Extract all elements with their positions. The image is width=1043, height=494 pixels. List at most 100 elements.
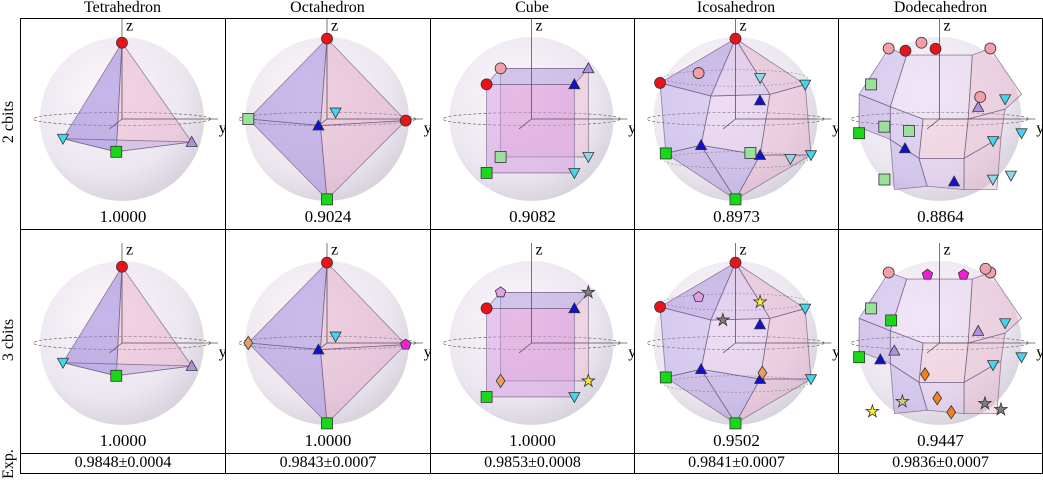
- itri-marker: [568, 168, 581, 180]
- header-cube: Cube: [515, 0, 549, 16]
- circle-marker: [116, 36, 128, 49]
- star-marker: [715, 312, 731, 327]
- pent-marker: [494, 286, 507, 298]
- star-marker: [752, 294, 768, 309]
- tri-marker: [753, 318, 767, 330]
- itri-marker: [804, 150, 818, 162]
- y-axis-label: y: [628, 120, 635, 137]
- star-marker: [993, 401, 1009, 416]
- tri-marker: [753, 148, 767, 160]
- circle-marker: [321, 32, 333, 45]
- z-axis-label: z: [126, 19, 133, 34]
- square-marker: [110, 145, 123, 158]
- square-marker: [659, 147, 672, 160]
- tri-marker: [694, 138, 708, 151]
- tri-marker: [312, 119, 325, 131]
- value-r1-icosahedron: 0.8973: [713, 207, 760, 226]
- itri-marker: [329, 331, 342, 343]
- square-marker: [865, 302, 878, 315]
- tri-marker: [972, 324, 985, 336]
- circle-marker: [899, 44, 912, 57]
- itri-marker: [56, 357, 70, 370]
- z-axis-label: z: [536, 241, 543, 258]
- octa-face: [320, 344, 407, 425]
- star-marker: [580, 372, 596, 388]
- header-tetrahedron: Tetrahedron: [83, 0, 162, 16]
- square-marker: [853, 127, 866, 140]
- itri-marker: [582, 152, 595, 164]
- header-icosahedron: Icosahedron: [696, 0, 776, 16]
- y-axis-label: y: [219, 120, 226, 137]
- diamond-marker: [932, 390, 943, 406]
- cube-sphere-3cbits: zy: [442, 241, 634, 425]
- tri-marker: [947, 175, 961, 187]
- edge: [518, 342, 532, 354]
- icosahedron-sphere-2cbits: zy: [646, 19, 838, 206]
- ico-face: [664, 144, 736, 200]
- tri-marker: [582, 62, 595, 74]
- icosahedron-sphere-3cbits: zy: [646, 241, 838, 430]
- star-marker: [977, 395, 993, 410]
- diamond-marker: [946, 404, 957, 420]
- square-marker: [885, 314, 898, 327]
- tri-marker: [312, 343, 325, 355]
- itri-marker: [799, 303, 812, 315]
- value-r1-dodecahedron: 0.8864: [917, 207, 964, 226]
- circle-marker: [116, 260, 128, 273]
- cube-sphere-2cbits: zy: [442, 19, 635, 201]
- diamond-marker: [920, 367, 930, 382]
- circle-marker: [399, 114, 412, 127]
- tri-marker: [185, 135, 198, 147]
- pent-marker: [957, 268, 970, 280]
- circle-marker: [882, 266, 895, 279]
- tri-marker: [694, 362, 708, 375]
- circle-marker: [729, 32, 742, 45]
- pent-marker: [692, 291, 705, 302]
- dodecahedron-sphere-3cbits: zy: [850, 241, 1043, 425]
- itri-marker: [986, 360, 1000, 372]
- header-octahedron: Octahedron: [290, 0, 365, 16]
- square-marker: [321, 417, 333, 430]
- itri-marker: [56, 133, 70, 146]
- itri-marker: [568, 392, 581, 404]
- z-axis-label: z: [944, 19, 951, 34]
- dodeca-face: [963, 360, 1002, 414]
- z-axis-label: z: [536, 19, 543, 34]
- header-dodecahedron: Dodecahedron: [893, 0, 988, 16]
- itri-marker: [1004, 170, 1018, 182]
- circle-marker: [915, 36, 928, 49]
- z-axis-label: z: [331, 241, 338, 258]
- square-marker: [729, 193, 742, 206]
- edge: [722, 118, 736, 130]
- itri-marker: [784, 154, 797, 166]
- cell-r2-dodecahedron: zy0.9447: [838, 229, 1043, 454]
- pent-marker: [400, 338, 412, 350]
- square-marker: [110, 369, 123, 382]
- y-axis-label: y: [1036, 120, 1043, 137]
- exp-tetrahedron: 0.9848±0.0004: [20, 453, 226, 474]
- edge: [518, 118, 532, 130]
- y-axis-label: y: [424, 344, 431, 361]
- circle-marker: [654, 77, 666, 89]
- tetrahedron-sphere-3cbits: zy: [33, 241, 226, 425]
- edge: [926, 342, 940, 354]
- itri-marker: [986, 136, 1000, 148]
- y-axis-label: y: [219, 344, 226, 361]
- circle-marker: [984, 42, 997, 55]
- square-marker: [729, 417, 742, 430]
- itri-marker: [804, 374, 818, 386]
- dodecahedron-sphere-2cbits: zy: [850, 19, 1043, 201]
- exp-icosahedron: 0.9841±0.0007: [634, 453, 839, 474]
- itri-marker: [329, 107, 342, 119]
- y-axis-label: y: [1036, 344, 1043, 361]
- tri-marker: [972, 100, 985, 112]
- tri-marker: [185, 359, 198, 371]
- tri-marker: [753, 94, 767, 106]
- itri-marker: [1015, 352, 1028, 364]
- square-marker: [865, 78, 878, 91]
